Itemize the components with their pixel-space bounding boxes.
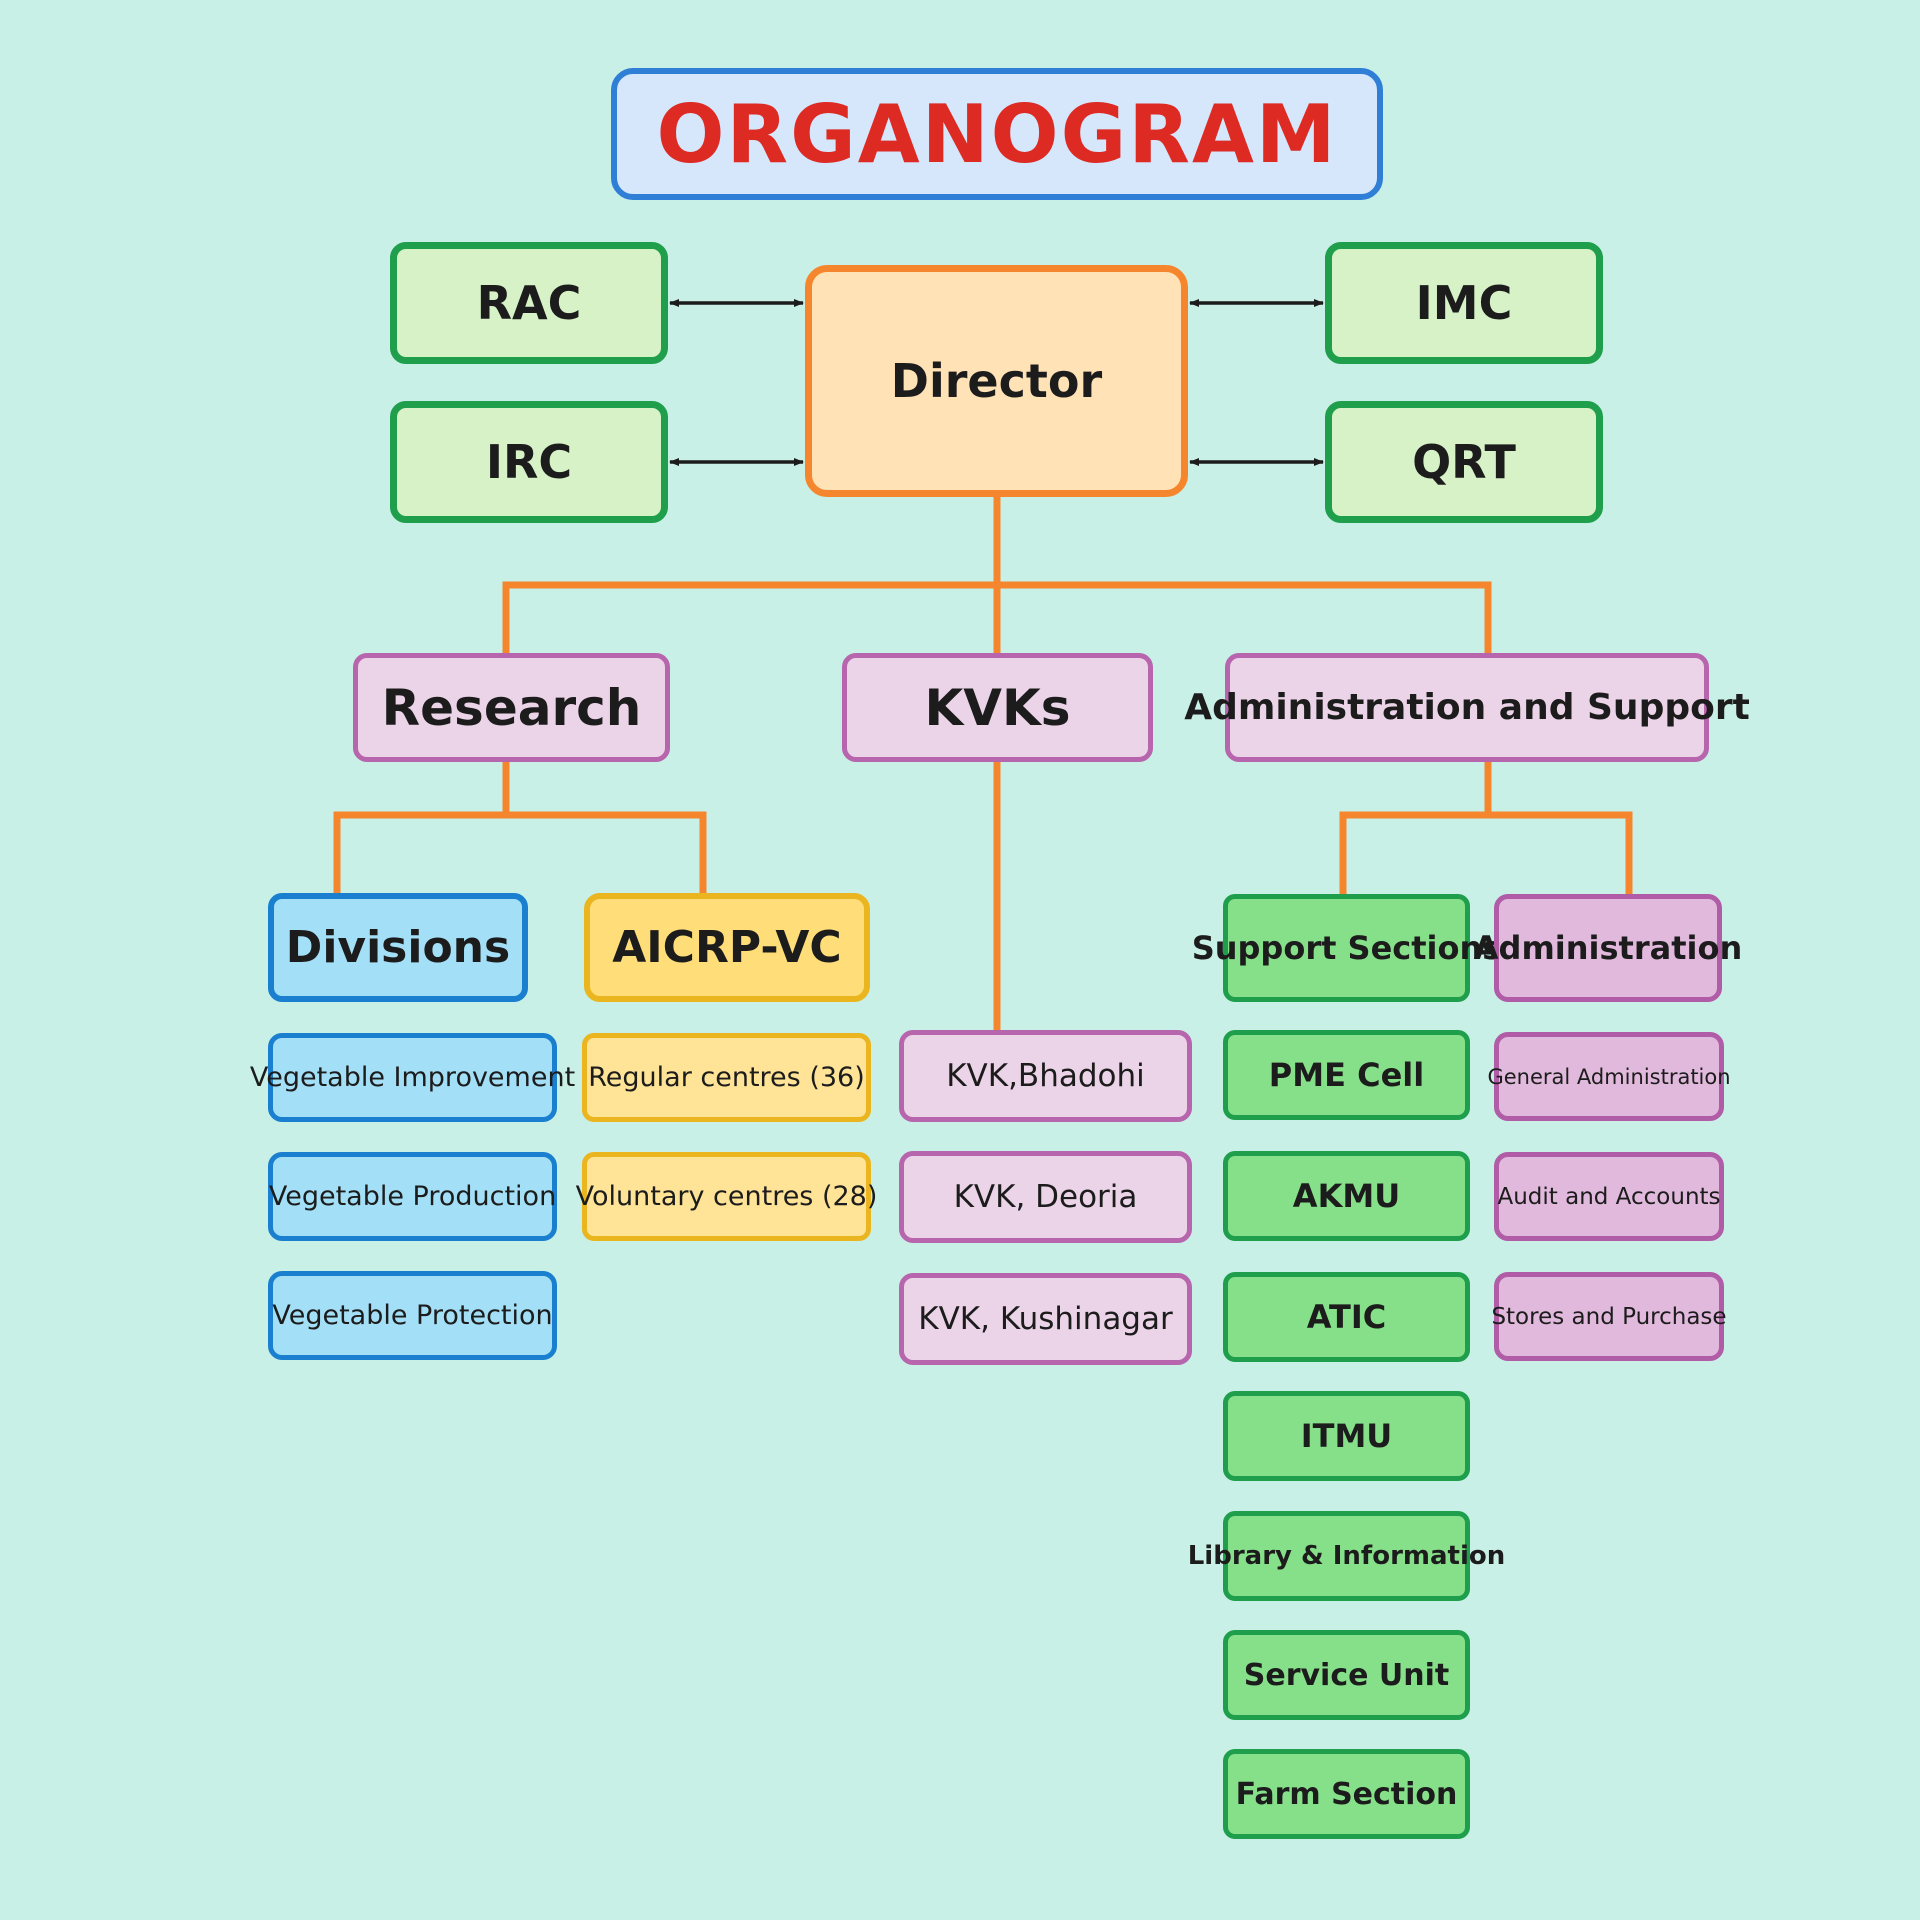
node-support-sections: Support Sections [1192,894,1501,1002]
list-item-kvk-bhadohi: KVK,Bhadohi [899,1030,1192,1122]
list-item-farm-section: Farm Section [1223,1749,1470,1839]
node-kvks: KVKs [842,653,1153,762]
node-imc: IMC [1325,242,1603,364]
list-item-regular-centres: Regular centres (36) [582,1033,871,1122]
list-item-akmu: AKMU [1223,1151,1470,1241]
list-item-service-unit: Service Unit [1223,1630,1470,1720]
connector-branch-bar [502,581,1492,655]
node-rac: RAC [390,242,668,364]
connector-research-aicrp [506,811,707,895]
node-aicrp-vc: AICRP-VC [584,893,870,1002]
list-item-general-administration: General Administration [1487,1032,1731,1121]
list-item-kvk-kushinagar: KVK, Kushinagar [899,1273,1192,1365]
node-irc: IRC [390,401,668,523]
node-administration-and-support: Administration and Support [1184,653,1750,762]
list-item-audit-and-accounts: Audit and Accounts [1494,1152,1724,1241]
list-item-itmu: ITMU [1223,1391,1470,1481]
connector-research-split [333,760,510,895]
node-administration: Administration [1474,894,1742,1002]
list-item-library-information: Library & Information [1188,1511,1505,1601]
list-item-pme-cell: PME Cell [1223,1030,1470,1120]
list-item-vegetable-protection: Vegetable Protection [268,1271,557,1360]
node-qrt: QRT [1325,401,1603,523]
list-item-vegetable-improvement: Vegetable Improvement [250,1033,575,1122]
node-divisions: Divisions [268,893,528,1002]
node-research: Research [353,653,670,762]
list-item-stores-and-purchase: Stores and Purchase [1491,1272,1727,1361]
list-item-atic: ATIC [1223,1272,1470,1362]
list-item-vegetable-production: Vegetable Production [268,1152,557,1241]
list-item-kvk-deoria: KVK, Deoria [899,1151,1192,1243]
connector-admin-split [1339,760,1492,895]
list-item-voluntary-centres: Voluntary centres (28) [576,1152,877,1241]
connector-admin-administration [1488,811,1633,895]
page-title: ORGANOGRAM [611,68,1383,200]
node-director: Director [805,265,1188,497]
